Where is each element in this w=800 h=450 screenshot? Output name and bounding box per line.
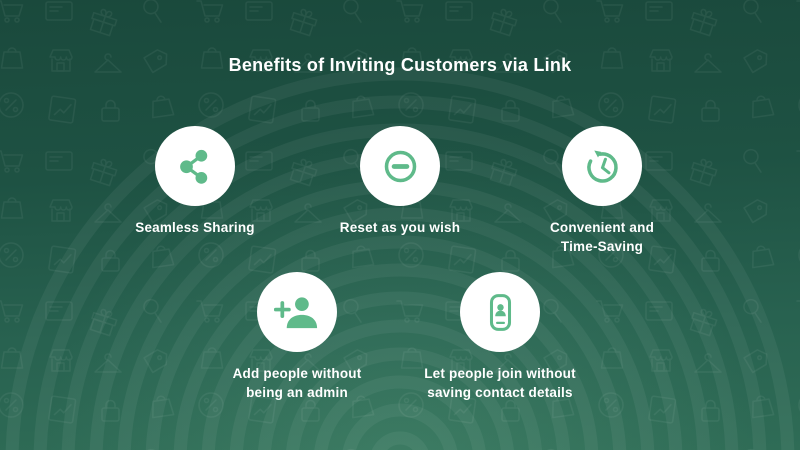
- feature-label: Reset as you wish: [339, 220, 461, 235]
- feature-label: Add people without being an admin: [232, 366, 362, 400]
- icon-circle: [562, 126, 642, 206]
- share-icon: [179, 149, 207, 184]
- feature-label: Seamless Sharing: [135, 220, 255, 235]
- feature-add-people-without-admin: Add people without being an admin: [197, 272, 397, 403]
- feature-convenient-time-saving: Convenient and Time-Saving: [502, 126, 702, 257]
- feature-reset-as-you-wish: Reset as you wish: [300, 126, 500, 238]
- page-title: Benefits of Inviting Customers via Link: [228, 55, 572, 75]
- phone-contact-icon: [489, 293, 511, 331]
- feature-label: Convenient and Time-Saving: [549, 220, 655, 254]
- feature-join-without-saving-contact: Let people join without saving contact d…: [400, 272, 600, 403]
- icon-circle: [155, 126, 235, 206]
- time-history-icon: [586, 149, 618, 183]
- icon-circle: [460, 272, 540, 352]
- icon-circle: [360, 126, 440, 206]
- feature-label: Let people join without saving contact d…: [424, 366, 576, 400]
- feature-seamless-sharing: Seamless Sharing: [95, 126, 295, 238]
- icon-circle: [257, 272, 337, 352]
- remove-circle-icon: [384, 150, 416, 182]
- person-add-icon: [273, 296, 317, 328]
